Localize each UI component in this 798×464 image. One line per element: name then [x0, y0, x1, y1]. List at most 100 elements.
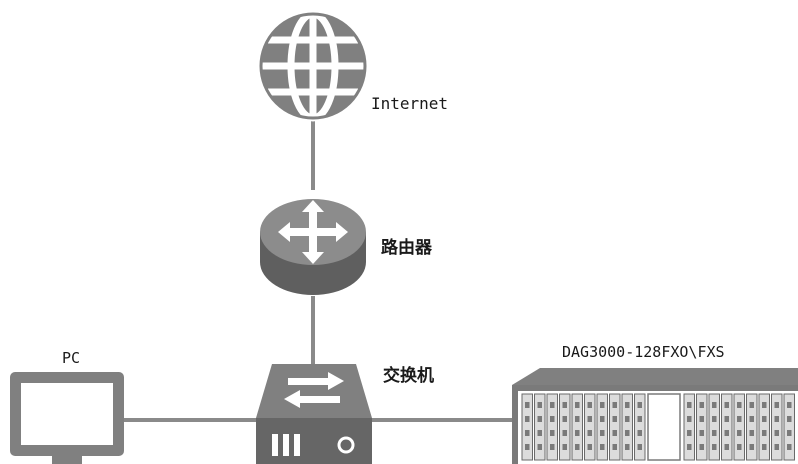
card-port [562, 430, 567, 436]
card-port [600, 444, 605, 450]
line-card-slot [696, 393, 708, 461]
card-port [612, 430, 617, 436]
line-card-slot [783, 393, 795, 461]
connection-lines [124, 116, 512, 422]
internet-label: Internet [371, 94, 449, 113]
line-card-slot [571, 393, 583, 461]
card-port [612, 416, 617, 422]
card-port [562, 416, 567, 422]
pc-label: PC [62, 349, 81, 367]
card-port [575, 430, 580, 436]
card-port [774, 402, 779, 408]
card-port [525, 444, 530, 450]
card-port [749, 430, 754, 436]
line-card-slot [596, 393, 608, 461]
card-port [787, 416, 792, 422]
card-port [637, 402, 642, 408]
switch-icon [256, 364, 372, 464]
line-card-slot [746, 393, 758, 461]
card-port [762, 416, 767, 422]
card-port [687, 444, 692, 450]
card-port [749, 444, 754, 450]
card-port [625, 416, 630, 422]
card-port [637, 444, 642, 450]
card-port [737, 416, 742, 422]
card-port [737, 430, 742, 436]
card-port [537, 444, 542, 450]
card-port [525, 430, 530, 436]
card-port [625, 430, 630, 436]
line-card-slot [534, 393, 546, 461]
card-port [625, 444, 630, 450]
card-port [737, 444, 742, 450]
card-port [787, 402, 792, 408]
card-port [525, 416, 530, 422]
card-port [699, 416, 704, 422]
card-port [774, 430, 779, 436]
card-port [724, 430, 729, 436]
card-port [712, 430, 717, 436]
card-port [749, 402, 754, 408]
card-port [637, 430, 642, 436]
card-port [712, 444, 717, 450]
router-label: 路由器 [381, 238, 432, 258]
monitor-icon [10, 372, 124, 464]
card-port [537, 402, 542, 408]
card-port [712, 416, 717, 422]
card-port [687, 402, 692, 408]
card-port [550, 416, 555, 422]
card-port [699, 444, 704, 450]
card-port [749, 416, 754, 422]
card-port [525, 402, 530, 408]
card-port [600, 430, 605, 436]
card-port [687, 416, 692, 422]
card-port [587, 444, 592, 450]
card-port [699, 430, 704, 436]
card-port [787, 444, 792, 450]
gateway-chassis-icon [512, 368, 798, 464]
card-port [600, 402, 605, 408]
card-port [774, 416, 779, 422]
globe-icon [259, 10, 367, 122]
switch-label: 交换机 [383, 366, 434, 386]
line-card-slot [546, 393, 558, 461]
card-port [724, 402, 729, 408]
card-port [575, 444, 580, 450]
card-port [587, 416, 592, 422]
line-card-slot [621, 393, 633, 461]
card-port [737, 402, 742, 408]
card-port [537, 416, 542, 422]
line-card-slot [521, 393, 533, 461]
card-port [550, 430, 555, 436]
card-port [637, 416, 642, 422]
card-port [724, 416, 729, 422]
line-card-slot [609, 393, 621, 461]
line-card-slot [733, 393, 745, 461]
line-card-slot [584, 393, 596, 461]
card-port [724, 444, 729, 450]
card-port [787, 430, 792, 436]
line-card-slot [683, 393, 695, 461]
card-port [762, 444, 767, 450]
card-port [600, 416, 605, 422]
card-port [587, 430, 592, 436]
card-port [550, 402, 555, 408]
card-port [550, 444, 555, 450]
card-port [537, 430, 542, 436]
line-card-slot [771, 393, 783, 461]
line-card-slot [634, 393, 646, 461]
card-port [774, 444, 779, 450]
card-port [612, 444, 617, 450]
card-port [687, 430, 692, 436]
card-port [562, 402, 567, 408]
line-card-slot [559, 393, 571, 461]
card-port [699, 402, 704, 408]
card-port [575, 402, 580, 408]
router-icon [260, 199, 366, 295]
card-port [625, 402, 630, 408]
card-port [712, 402, 717, 408]
gateway-label: DAG3000-128FXO\FXS [562, 343, 725, 361]
card-port [575, 416, 580, 422]
card-port [762, 430, 767, 436]
